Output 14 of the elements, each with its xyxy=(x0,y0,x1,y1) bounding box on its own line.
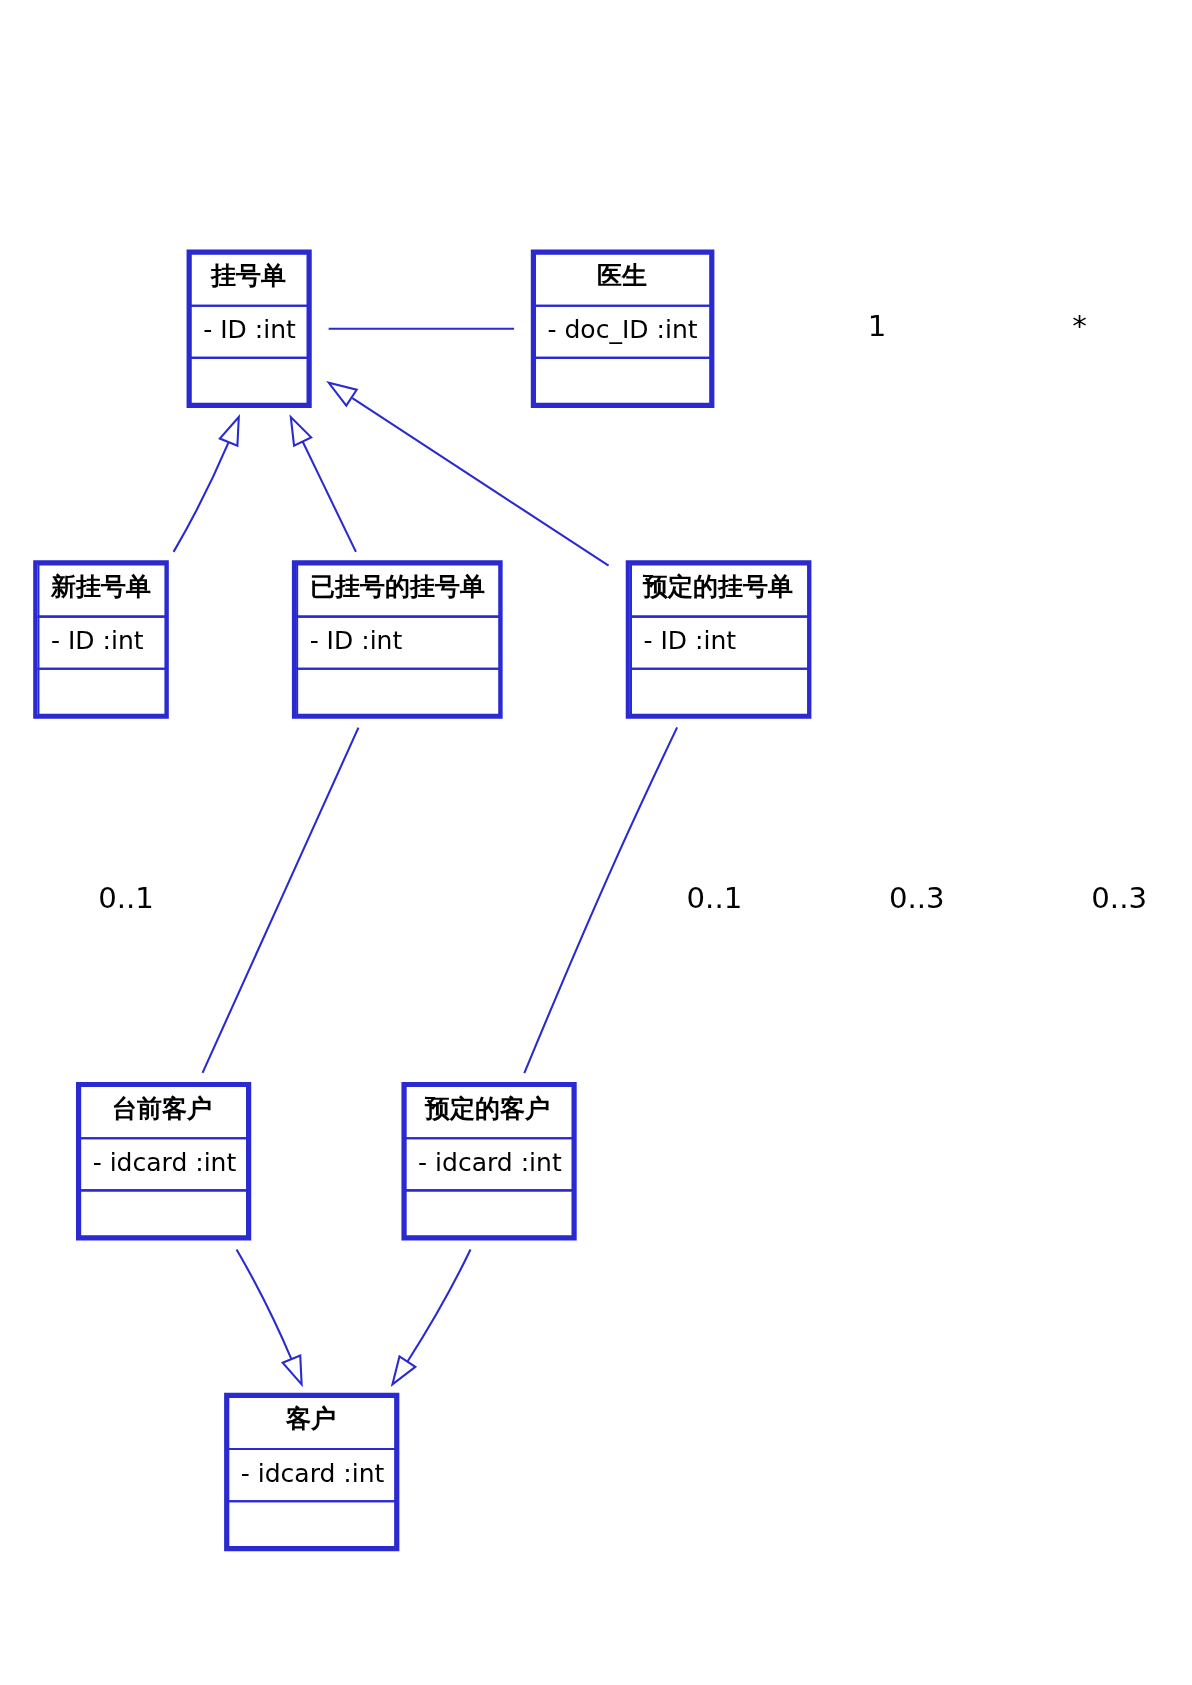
connector xyxy=(328,327,515,330)
connector xyxy=(201,726,360,1073)
arrow xyxy=(390,1248,472,1387)
arrow xyxy=(289,413,357,552)
label: 1 xyxy=(867,308,887,343)
label: 0..1 xyxy=(686,880,743,915)
arrow xyxy=(326,380,610,566)
label: * xyxy=(1072,308,1087,343)
connector xyxy=(523,726,679,1074)
label: 0..1 xyxy=(98,880,154,915)
arrow xyxy=(172,413,240,552)
label: 0..3 xyxy=(1091,880,1148,915)
arrow xyxy=(235,1248,303,1387)
label: 0..3 xyxy=(888,880,945,915)
